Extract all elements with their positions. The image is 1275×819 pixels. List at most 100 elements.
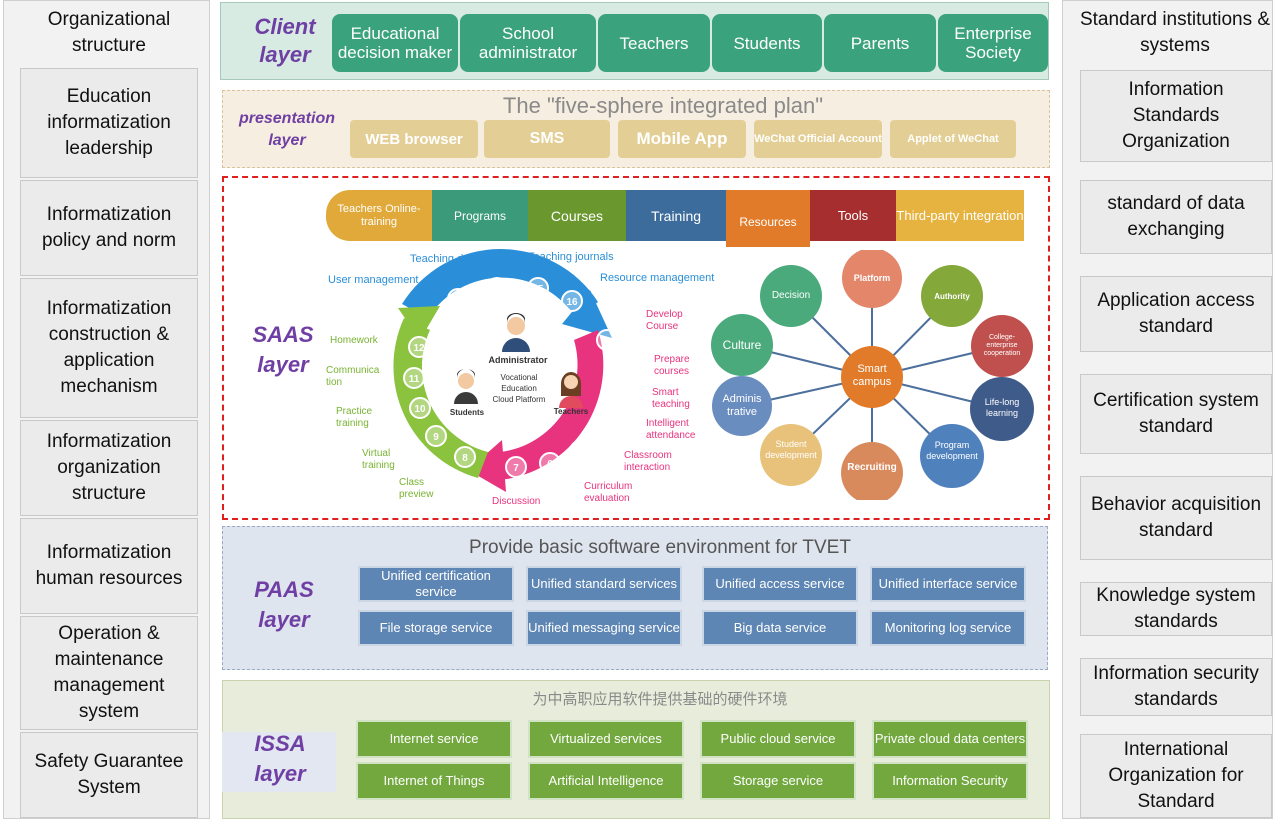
issa-item-private-cloud: Private cloud data centers [872,720,1028,758]
client-layer-label: Client layer [254,14,316,67]
issa-title: 为中高职应用软件提供基础的硬件环境 [532,690,788,708]
paas-item-unified-certification: Unified certification service [358,566,514,602]
right-item-behavior: Behavior acquisition standard [1080,476,1272,560]
issa-item-iot: Internet of Things [356,762,512,800]
right-item-international: International Organization for Standard [1080,734,1272,818]
campus-node-program-circle [920,424,984,488]
cycle-label-virtual-training: Virtual training [362,448,395,471]
campus-node-authority-circle [921,265,983,327]
presentation-item-wechat-official: WeChat Official Account [754,120,882,158]
paas-item-unified-messaging: Unified messaging service [526,610,682,646]
right-item-info-standards-org: Information Standards Organization [1080,70,1272,162]
cycle-center-students: Students [449,408,485,417]
cycle-step-number: 13 [452,295,464,306]
student-icon [454,369,478,404]
left-item-organization: Informatization organization structure [20,420,198,516]
cycle-center-teachers: Teachers [553,407,589,416]
cycle-arc-green [393,318,488,478]
cycle-step-number: 3 [613,394,619,405]
administrator-icon [502,313,530,352]
left-item-human-resources: Informatization human resources [20,518,198,614]
issa-item-storage: Storage service [700,762,856,800]
saas-tab-training: Training [626,190,726,241]
smart-campus-diagram [711,250,1034,500]
campus-node-admin: Adminis trative [722,393,762,418]
cycle-step-number: 6 [547,459,553,470]
campus-node-lifelong: Life-long learning [984,397,1020,418]
paas-layer-label: PAAS layer [254,577,314,632]
campus-node-platform: Platform [853,273,891,283]
cycle-label-resource-management: Resource management [600,272,715,284]
left-item-construction: Informatization construction & applicati… [20,278,198,418]
paas-item-big-data: Big data service [702,610,858,646]
campus-node-program: Program development [926,440,978,461]
presentation-item-wechat-applet: Applet of WeChat [890,120,1016,158]
right-item-data-exchanging: standard of data exchanging [1080,180,1272,254]
saas-tab-tools: Tools [810,190,896,241]
cycle-label-communication: Communica tion [326,365,380,388]
cycle-step-number: 14 [491,284,503,295]
campus-node-lifelong-circle [970,377,1034,441]
cycle-step-circle [527,277,549,299]
issa-item-internet-service: Internet service [356,720,512,758]
presentation-item-web-browser: WEB browser [350,120,478,158]
campus-node-culture: Culture [722,338,762,352]
cycle-arrowhead-pink [468,440,506,492]
paas-item-file-storage: File storage service [358,610,514,646]
campus-node-authority: Authority [934,292,970,301]
issa-item-public-cloud: Public cloud service [700,720,856,758]
saas-layer-label: SAAS layer [252,322,314,377]
cycle-label-intelligent-attendance: Intelligent attendance [646,418,696,441]
presentation-item-mobile-app: Mobile App [618,120,746,158]
cycle-label-discussion: Discussion [492,496,541,507]
cycle-step-circle [447,288,469,310]
issa-layer-label: ISSA layer [254,731,306,786]
right-item-security: Information security standards [1080,658,1272,716]
cycle-arrowhead-green [398,306,440,340]
cycle-label-class-preview: Class preview [399,477,434,500]
saas-tab-courses: Courses [528,190,626,241]
issa-label-backdrop [222,732,336,792]
right-item-certification: Certification system standard [1080,374,1272,454]
cycle-center-administrator: Administrator [488,355,548,365]
campus-node-college-circle [971,315,1033,377]
cycle-step-circle [593,415,615,437]
campus-node-recruiting-circle [841,442,903,500]
paas-item-unified-standard: Unified standard services [526,566,682,602]
paas-item-unified-access: Unified access service [702,566,858,602]
saas-tab-resources: Resources [726,190,810,247]
cycle-step-circle [605,387,627,409]
right-item-knowledge: Knowledge system standards [1080,582,1272,636]
left-item-safety: Safety Guarantee System [20,732,198,818]
cycle-label-classroom-interaction: Classroom interaction [624,450,672,473]
paas-item-unified-interface: Unified interface service [870,566,1026,602]
cycle-step-circle [539,452,561,474]
saas-tab-teachers-online: Teachers Online-training [326,190,432,241]
campus-node-platform-circle [842,250,902,308]
issa-item-virtualized: Virtualized services [528,720,684,758]
cycle-step-number: 11 [409,374,420,385]
teacher-icon [559,372,583,408]
left-item-leadership: Education informatization leadership [20,68,198,178]
cycle-arc-blue [402,249,598,318]
cycle-arrowhead-blue [562,290,612,338]
right-column-header: Standard institutions & systems [1079,9,1271,56]
cycle-label-teaching-journals: Teaching journals [528,251,614,263]
client-item-school-admin: School administrator [460,14,596,72]
campus-node-student-circle [760,424,822,486]
cycle-arc-pink [500,330,604,480]
right-item-application-access: Application access standard [1080,276,1272,352]
cycle-step-circle [596,329,618,351]
teaching-cycle-diagram: 13 14 15 16 1 2 3 4 5 6 7 8 9 10 11 12 [393,249,629,492]
cycle-step-number: 7 [513,463,519,474]
campus-hub-circle [841,346,903,408]
client-item-decision-maker: Educational decision maker [332,14,458,72]
presentation-title: The "five-sphere integrated plan" [502,93,824,118]
cycle-step-circle [409,397,431,419]
issa-item-ai: Artificial Intelligence [528,762,684,800]
cycle-label-user-management: User management [328,274,419,286]
cycle-step-number: 2 [615,364,621,375]
client-item-parents: Parents [824,14,936,72]
client-item-enterprise: Enterprise Society [938,14,1048,72]
campus-node-decision: Decision [771,290,811,301]
